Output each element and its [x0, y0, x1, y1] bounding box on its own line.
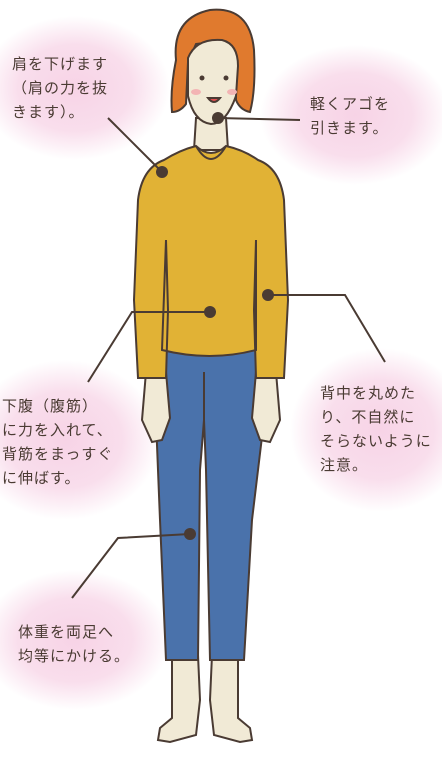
mouth — [205, 97, 223, 103]
note-line: 背中を丸めた — [320, 384, 417, 402]
dot-abdomen — [204, 306, 216, 318]
eye-left — [199, 75, 205, 81]
note-line: に力を入れて、 — [2, 421, 113, 439]
leader-shoulders — [107, 117, 163, 173]
note-line: 肩を下げます — [12, 55, 109, 73]
leader-abdomen — [87, 311, 210, 383]
note-shoulders: 肩を下げます （肩の力を抜 きます）。 — [12, 52, 108, 124]
hair — [170, 8, 256, 114]
leader-dots — [156, 112, 274, 540]
feet — [156, 654, 254, 744]
note-line: り、不自然に — [320, 408, 416, 426]
note-line: 下腹（腹筋） — [2, 397, 99, 415]
note-line: （肩の力を抜 — [12, 79, 109, 97]
note-line: 引きます。 — [310, 119, 389, 137]
note-line: 注意。 — [320, 456, 369, 474]
cheek-right — [227, 89, 237, 95]
note-line: 背筋をまっすぐ — [2, 445, 114, 463]
glow-weight — [0, 570, 170, 710]
note-line: に伸ばす。 — [2, 469, 81, 487]
note-glows — [0, 16, 442, 710]
note-line: そらないように — [320, 432, 432, 450]
note-line: 均等にかける。 — [18, 647, 131, 665]
note-line: きます）。 — [12, 103, 85, 121]
cheek-left — [191, 89, 201, 95]
glow-back — [290, 348, 442, 512]
note-line: 体重を両足へ — [18, 623, 115, 641]
note-chin: 軽くアゴを 引きます。 — [310, 92, 390, 140]
glow-shoulders — [0, 16, 170, 160]
dot-leg — [184, 528, 196, 540]
dot-shoulder — [156, 166, 168, 178]
dot-chin — [212, 112, 224, 124]
glow-chin — [260, 45, 442, 185]
note-line: 軽くアゴを — [310, 95, 391, 113]
sweater — [132, 144, 290, 379]
note-weight: 体重を両足へ 均等にかける。 — [18, 620, 130, 668]
hands — [140, 371, 282, 444]
leader-lines — [71, 117, 386, 599]
jeans — [154, 344, 266, 661]
leader-back — [268, 294, 386, 363]
glow-abdomen — [0, 360, 160, 520]
note-back: 背中を丸めた り、不自然に そらないように 注意。 — [320, 381, 432, 477]
eye-right — [223, 75, 229, 81]
leader-weight — [71, 533, 191, 599]
note-abdomen: 下腹（腹筋） に力を入れて、 背筋をまっすぐ に伸ばす。 — [2, 394, 113, 490]
face — [187, 38, 240, 126]
leader-chin — [217, 117, 301, 121]
head — [170, 8, 256, 126]
dot-back — [262, 289, 274, 301]
